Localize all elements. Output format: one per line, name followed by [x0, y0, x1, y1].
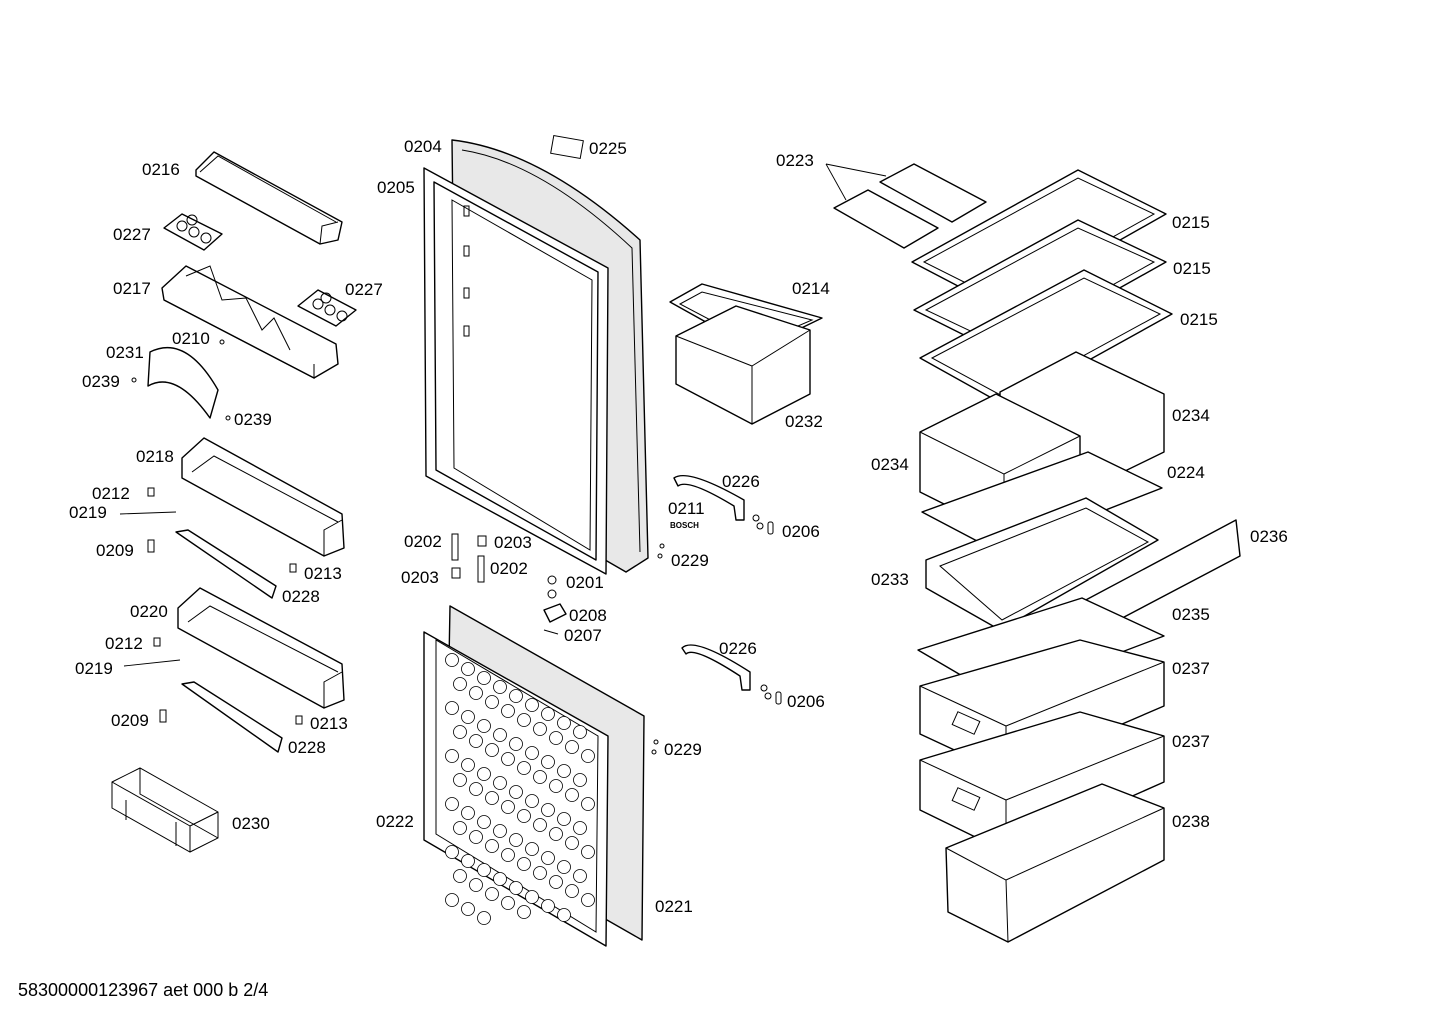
- label-0212: 0212: [105, 634, 143, 653]
- label-0203: 0203: [494, 533, 532, 552]
- part-labels: 0216 0227 0217 0227 0210 0231 0239 0239 …: [69, 137, 1288, 916]
- label-0202: 0202: [404, 532, 442, 551]
- label-0213: 0213: [310, 714, 348, 733]
- part-0237-drawer-2: [919, 711, 1165, 853]
- label-0224: 0224: [1167, 463, 1205, 482]
- label-0216: 0216: [142, 160, 180, 179]
- label-0212: 0212: [92, 484, 130, 503]
- label-0221: 0221: [655, 897, 693, 916]
- part-0238-drawer: [945, 783, 1165, 943]
- label-0227: 0227: [345, 280, 383, 299]
- label-0209: 0209: [96, 541, 134, 560]
- label-0239: 0239: [82, 372, 120, 391]
- label-0228: 0228: [282, 587, 320, 606]
- part-hinge-screws: [451, 533, 567, 635]
- label-0211: 0211: [668, 499, 705, 518]
- part-0224-shelf-frame: [921, 451, 1163, 553]
- label-0218: 0218: [136, 447, 174, 466]
- label-0206: 0206: [787, 692, 825, 711]
- part-0232-box: [675, 305, 811, 425]
- label-0219: 0219: [75, 659, 113, 678]
- label-0215: 0215: [1172, 213, 1210, 232]
- part-0205-door-gasket: [423, 167, 609, 575]
- freezer-door-dot-pattern: [445, 653, 595, 925]
- label-0234: 0234: [1172, 406, 1210, 425]
- label-0219: 0219: [69, 503, 107, 522]
- label-0203: 0203: [401, 568, 439, 587]
- part-0226-handle: [673, 474, 751, 691]
- label-0222: 0222: [376, 812, 414, 831]
- label-0220: 0220: [130, 602, 168, 621]
- label-0215: 0215: [1180, 310, 1218, 329]
- label-0229: 0229: [664, 740, 702, 759]
- part-0217-shelf: [161, 265, 339, 379]
- label-0233: 0233: [871, 570, 909, 589]
- label-0230: 0230: [232, 814, 270, 833]
- part-0233-crisper-cover: [925, 497, 1159, 631]
- label-0208: 0208: [569, 606, 607, 625]
- part-screws-0206: [651, 514, 782, 755]
- label-0214: 0214: [792, 279, 830, 298]
- part-0218-door-bin: [119, 437, 345, 599]
- label-0236: 0236: [1250, 527, 1288, 546]
- label-0201: 0201: [566, 573, 604, 592]
- brand-mark-text: BOSCH: [670, 521, 699, 530]
- label-0231: 0231: [106, 343, 144, 362]
- label-0239: 0239: [234, 410, 272, 429]
- label-0217: 0217: [113, 279, 151, 298]
- label-0210: 0210: [172, 329, 210, 348]
- part-0227-egg-tray: [163, 213, 223, 251]
- part-0215-glass-shelf-3: [919, 269, 1173, 407]
- label-0229: 0229: [671, 551, 709, 570]
- label-0209: 0209: [111, 711, 149, 730]
- part-0223-ice-trays: [825, 163, 987, 249]
- label-0213: 0213: [304, 564, 342, 583]
- label-0225: 0225: [589, 139, 627, 158]
- label-0237: 0237: [1172, 732, 1210, 751]
- drawing-footer-code: 58300000123967 aet 000 b 2/4: [18, 980, 269, 1000]
- label-0226: 0226: [719, 639, 757, 658]
- label-0226: 0226: [722, 472, 760, 491]
- label-0228: 0228: [288, 738, 326, 757]
- label-0207: 0207: [564, 626, 602, 645]
- label-0202: 0202: [490, 559, 528, 578]
- part-0216-shelf: [195, 151, 343, 245]
- label-0238: 0238: [1172, 812, 1210, 831]
- label-0215: 0215: [1173, 259, 1211, 278]
- label-0237: 0237: [1172, 659, 1210, 678]
- label-0227: 0227: [113, 225, 151, 244]
- label-0206: 0206: [782, 522, 820, 541]
- label-0234: 0234: [871, 455, 909, 474]
- part-0222-freezer-gasket: [423, 631, 609, 947]
- part-0220-door-bin: [123, 587, 345, 753]
- part-0231-flap: [131, 339, 231, 421]
- part-0230-wire-rack: [111, 767, 219, 853]
- label-0205: 0205: [377, 178, 415, 197]
- label-0204: 0204: [404, 137, 442, 156]
- label-0223: 0223: [776, 151, 814, 170]
- label-0232: 0232: [785, 412, 823, 431]
- part-0227-egg-tray-2: [297, 289, 357, 327]
- label-0235: 0235: [1172, 605, 1210, 624]
